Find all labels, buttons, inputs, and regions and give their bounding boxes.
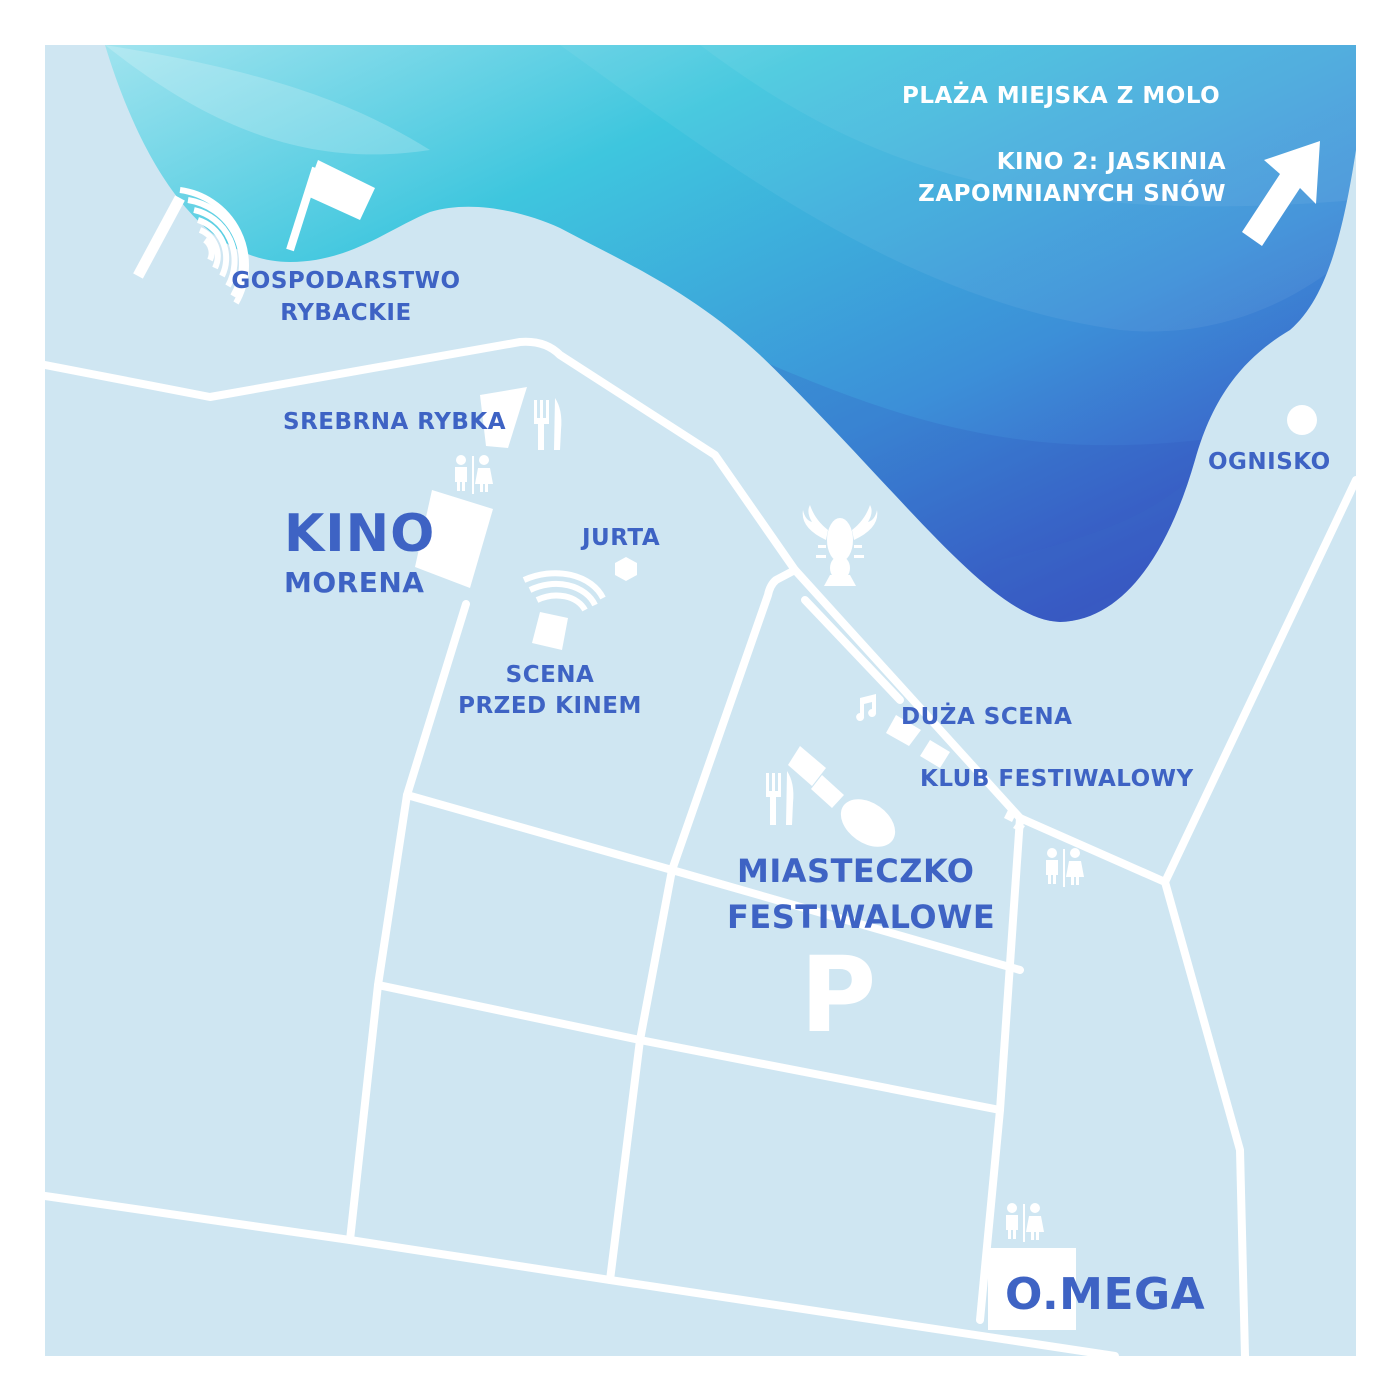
gospodarstwo-label-line2[interactable]: RYBACKIE	[280, 300, 412, 326]
scena-label-line1[interactable]: SCENA	[505, 662, 595, 688]
jurta-label[interactable]: JURTA	[582, 525, 661, 551]
small-marker	[1013, 822, 1025, 832]
scena-przed-kinem-building[interactable]	[532, 612, 568, 650]
ognisko-label[interactable]: OGNISKO	[1208, 449, 1331, 475]
omega-building[interactable]	[988, 1248, 1076, 1330]
stage-signal-icon	[522, 570, 606, 612]
plaza-label[interactable]: PLAŻA MIEJSKA Z MOLO	[902, 83, 1221, 109]
miasteczko-label-line2[interactable]: FESTIWALOWE	[727, 898, 996, 936]
restaurant-icon	[534, 398, 562, 450]
kino-morena-building[interactable]	[415, 490, 493, 588]
campfire-icon[interactable]	[1287, 405, 1317, 435]
kino2-label-line1[interactable]: KINO 2: JASKINIA	[996, 149, 1226, 175]
klub-festiwalowy-building[interactable]	[920, 740, 950, 768]
miasteczko-label-line1[interactable]: MIASTECZKO	[737, 852, 975, 890]
toilet-icon	[1006, 1203, 1044, 1242]
roads	[41, 337, 1360, 1360]
music-note-icon	[856, 694, 877, 721]
toilet-icon	[455, 455, 493, 494]
restaurant-icon	[766, 771, 794, 825]
lobster-icon	[802, 505, 878, 586]
toilet-icon	[1046, 848, 1084, 887]
kino-morena-subtitle[interactable]: MORENA	[284, 566, 425, 599]
srebrna-rybka-building[interactable]	[480, 387, 527, 448]
gospodarstwo-label-line1[interactable]: GOSPODARSTWO	[231, 268, 461, 294]
omega-label[interactable]: O.MEGA	[1005, 1269, 1206, 1320]
parking-sign[interactable]: P	[800, 934, 877, 1056]
direction-arrow-icon[interactable]	[1242, 141, 1320, 246]
klub-festiwalowy-label[interactable]: KLUB FESTIWALOWY	[920, 766, 1194, 792]
flag-icon	[286, 160, 375, 252]
tent-building[interactable]	[788, 746, 826, 786]
tent-building[interactable]	[811, 775, 844, 808]
yurt-icon[interactable]	[615, 557, 637, 581]
duza-scena-building[interactable]	[886, 715, 921, 746]
srebrna-rybka-label[interactable]: SREBRNA RYBKA	[283, 409, 507, 435]
kino-morena-title[interactable]: KINO	[284, 504, 436, 564]
tent-building[interactable]	[832, 789, 904, 856]
duza-scena-label[interactable]: DUŻA SCENA	[901, 704, 1073, 730]
small-marker	[1004, 810, 1016, 822]
scena-label-line2[interactable]: PRZED KINEM	[458, 693, 642, 719]
kino2-label-line2[interactable]: ZAPOMNIANYCH SNÓW	[918, 181, 1226, 207]
signal-waves-icon	[133, 187, 249, 305]
